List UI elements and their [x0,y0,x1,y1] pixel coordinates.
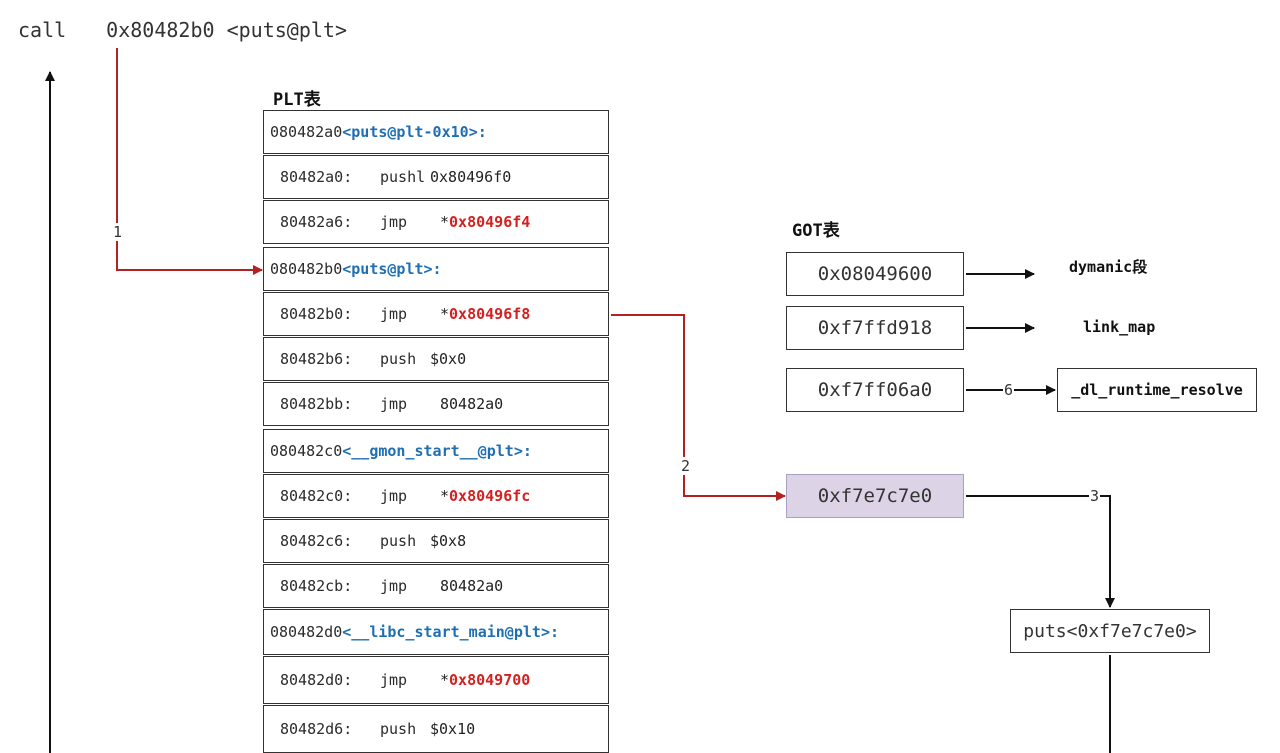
plt-instruction: 80482d6: push $0x10 [263,705,609,753]
operand-prefix: * [440,213,450,231]
instruction-address: 80482bb: [280,395,353,413]
plt-instruction: 80482bb: jmp 80482a0 [263,382,609,426]
call-address: 0x80482b0 [106,18,215,42]
instruction-operand: $0x8 [430,532,466,550]
symbol-close-bracket: >: [423,260,442,278]
symbol-close-bracket: >: [513,442,532,460]
plt-entry-address: 080482b0 [270,260,343,278]
plt-instruction: 80482c0: jmp *0x80496fc [263,474,609,518]
symbol-name: puts@plt [351,260,424,278]
step-label-1: 1 [112,223,124,241]
got-target-link-map: link_map [1083,318,1156,336]
instruction-operand: $0x10 [430,720,475,738]
symbol-name: __libc_start_main@plt [351,623,541,641]
instruction-operand: *0x80496f4 [440,213,530,231]
operand-prefix: 0x80496f0 [430,168,512,186]
got-entry-2: 0xf7ff06a0 [786,368,964,412]
plt-entry-header: 080482c0 <__gmon_start__@plt>: [263,429,609,473]
instruction-opcode: push [380,532,417,550]
plt-entry-header: 080482d0 <__libc_start_main@plt>: [263,609,609,655]
plt-entry-symbol: <__libc_start_main@plt>: [342,623,559,641]
symbol-open-bracket: < [342,623,352,641]
instruction-opcode: pushl [380,168,426,186]
operand-prefix: * [440,305,450,323]
instruction-address: 80482b0: [280,305,353,323]
step2-arrow [611,314,786,501]
instruction-address: 80482cb: [280,577,353,595]
symbol-open-bracket: < [342,442,352,460]
step1-arrow [116,48,263,275]
plt-entry-address: 080482a0 [270,123,343,141]
call-symbol: <puts@plt> [226,18,348,42]
instruction-address: 80482c6: [280,532,353,550]
got-target-dynamic: dymanic段 [1069,258,1148,276]
instruction-opcode: jmp [380,577,408,595]
instruction-opcode: push [380,350,417,368]
instruction-address: 80482a0: [280,168,353,186]
got-title: GOT表 [792,221,840,241]
plt-instruction: 80482b6: push $0x0 [263,337,609,381]
instruction-opcode: jmp [380,213,408,231]
instruction-address: 80482b6: [280,350,353,368]
got-slot-operand: 0x8049700 [449,671,531,689]
operand-prefix: $0x10 [430,720,476,738]
instruction-operand: *0x80496fc [440,487,530,505]
call-mnemonic: call [18,18,67,42]
plt-entry-symbol: <puts@plt>: [342,260,441,278]
instruction-address: 80482d0: [280,671,353,689]
puts-function-box: puts<0xf7e7c7e0> [1010,609,1210,653]
instruction-opcode: jmp [380,671,408,689]
symbol-name: puts@plt-0x10 [351,123,469,141]
plt-instruction: 80482b0: jmp *0x80496f8 [263,292,609,336]
instruction-opcode: jmp [380,487,408,505]
plt-instruction: 80482cb: jmp 80482a0 [263,564,609,608]
plt-entry-address: 080482d0 [270,623,343,641]
plt-instruction: 80482a6: jmp *0x80496f4 [263,200,609,244]
dl-runtime-resolve-box: _dl_runtime_resolve [1057,368,1257,412]
step-label-6: 6 [1003,381,1015,399]
operand-prefix: $0x0 [430,350,467,368]
got-entry-1: 0xf7ffd918 [786,306,964,350]
plt-entry-header: 080482b0 <puts@plt>: [263,247,609,291]
instruction-address: 80482a6: [280,213,353,231]
instruction-operand: *0x80496f8 [440,305,530,323]
got-entry-puts: 0xf7e7c7e0 [786,474,964,518]
instruction-operand: $0x0 [430,350,466,368]
instruction-opcode: jmp [380,305,408,323]
symbol-open-bracket: < [342,123,352,141]
step-label-3: 3 [1089,487,1101,505]
instruction-operand: *0x8049700 [440,671,530,689]
plt-entry-symbol: <__gmon_start__@plt>: [342,442,532,460]
step-label-2: 2 [680,457,692,475]
step3-arrow [966,495,1115,608]
operand-prefix: $0x8 [430,532,467,550]
symbol-close-bracket: >: [540,623,559,641]
got-entry-0: 0x08049600 [786,252,964,296]
operand-prefix: * [440,671,450,689]
instruction-address: 80482d6: [280,720,353,738]
plt-entry-symbol: <puts@plt-0x10>: [342,123,487,141]
got-slot-operand: 0x80496f8 [449,305,531,323]
instruction-operand: 0x80496f0 [430,168,511,186]
symbol-close-bracket: >: [468,123,487,141]
got-slot-operand: 0x80496f4 [449,213,531,231]
plt-instruction: 80482c6: push $0x8 [263,519,609,563]
operand-prefix: * [440,487,450,505]
plt-instruction: 80482d0: jmp *0x8049700 [263,656,609,704]
instruction-operand: 80482a0 [440,577,503,595]
symbol-name: __gmon_start__@plt [351,442,514,460]
got-slot-operand: 0x80496fc [449,487,531,505]
plt-entry-header: 080482a0 <puts@plt-0x10>: [263,110,609,154]
instruction-operand: 80482a0 [440,395,503,413]
plt-entry-address: 080482c0 [270,442,343,460]
operand-prefix: 80482a0 [440,395,504,413]
instruction-opcode: jmp [380,395,408,413]
symbol-open-bracket: < [342,260,352,278]
plt-title: PLT表 [273,90,321,110]
instruction-address: 80482c0: [280,487,353,505]
call-instruction: call 0x80482b0 <puts@plt> [18,18,347,42]
instruction-opcode: push [380,720,417,738]
operand-prefix: 80482a0 [440,577,504,595]
